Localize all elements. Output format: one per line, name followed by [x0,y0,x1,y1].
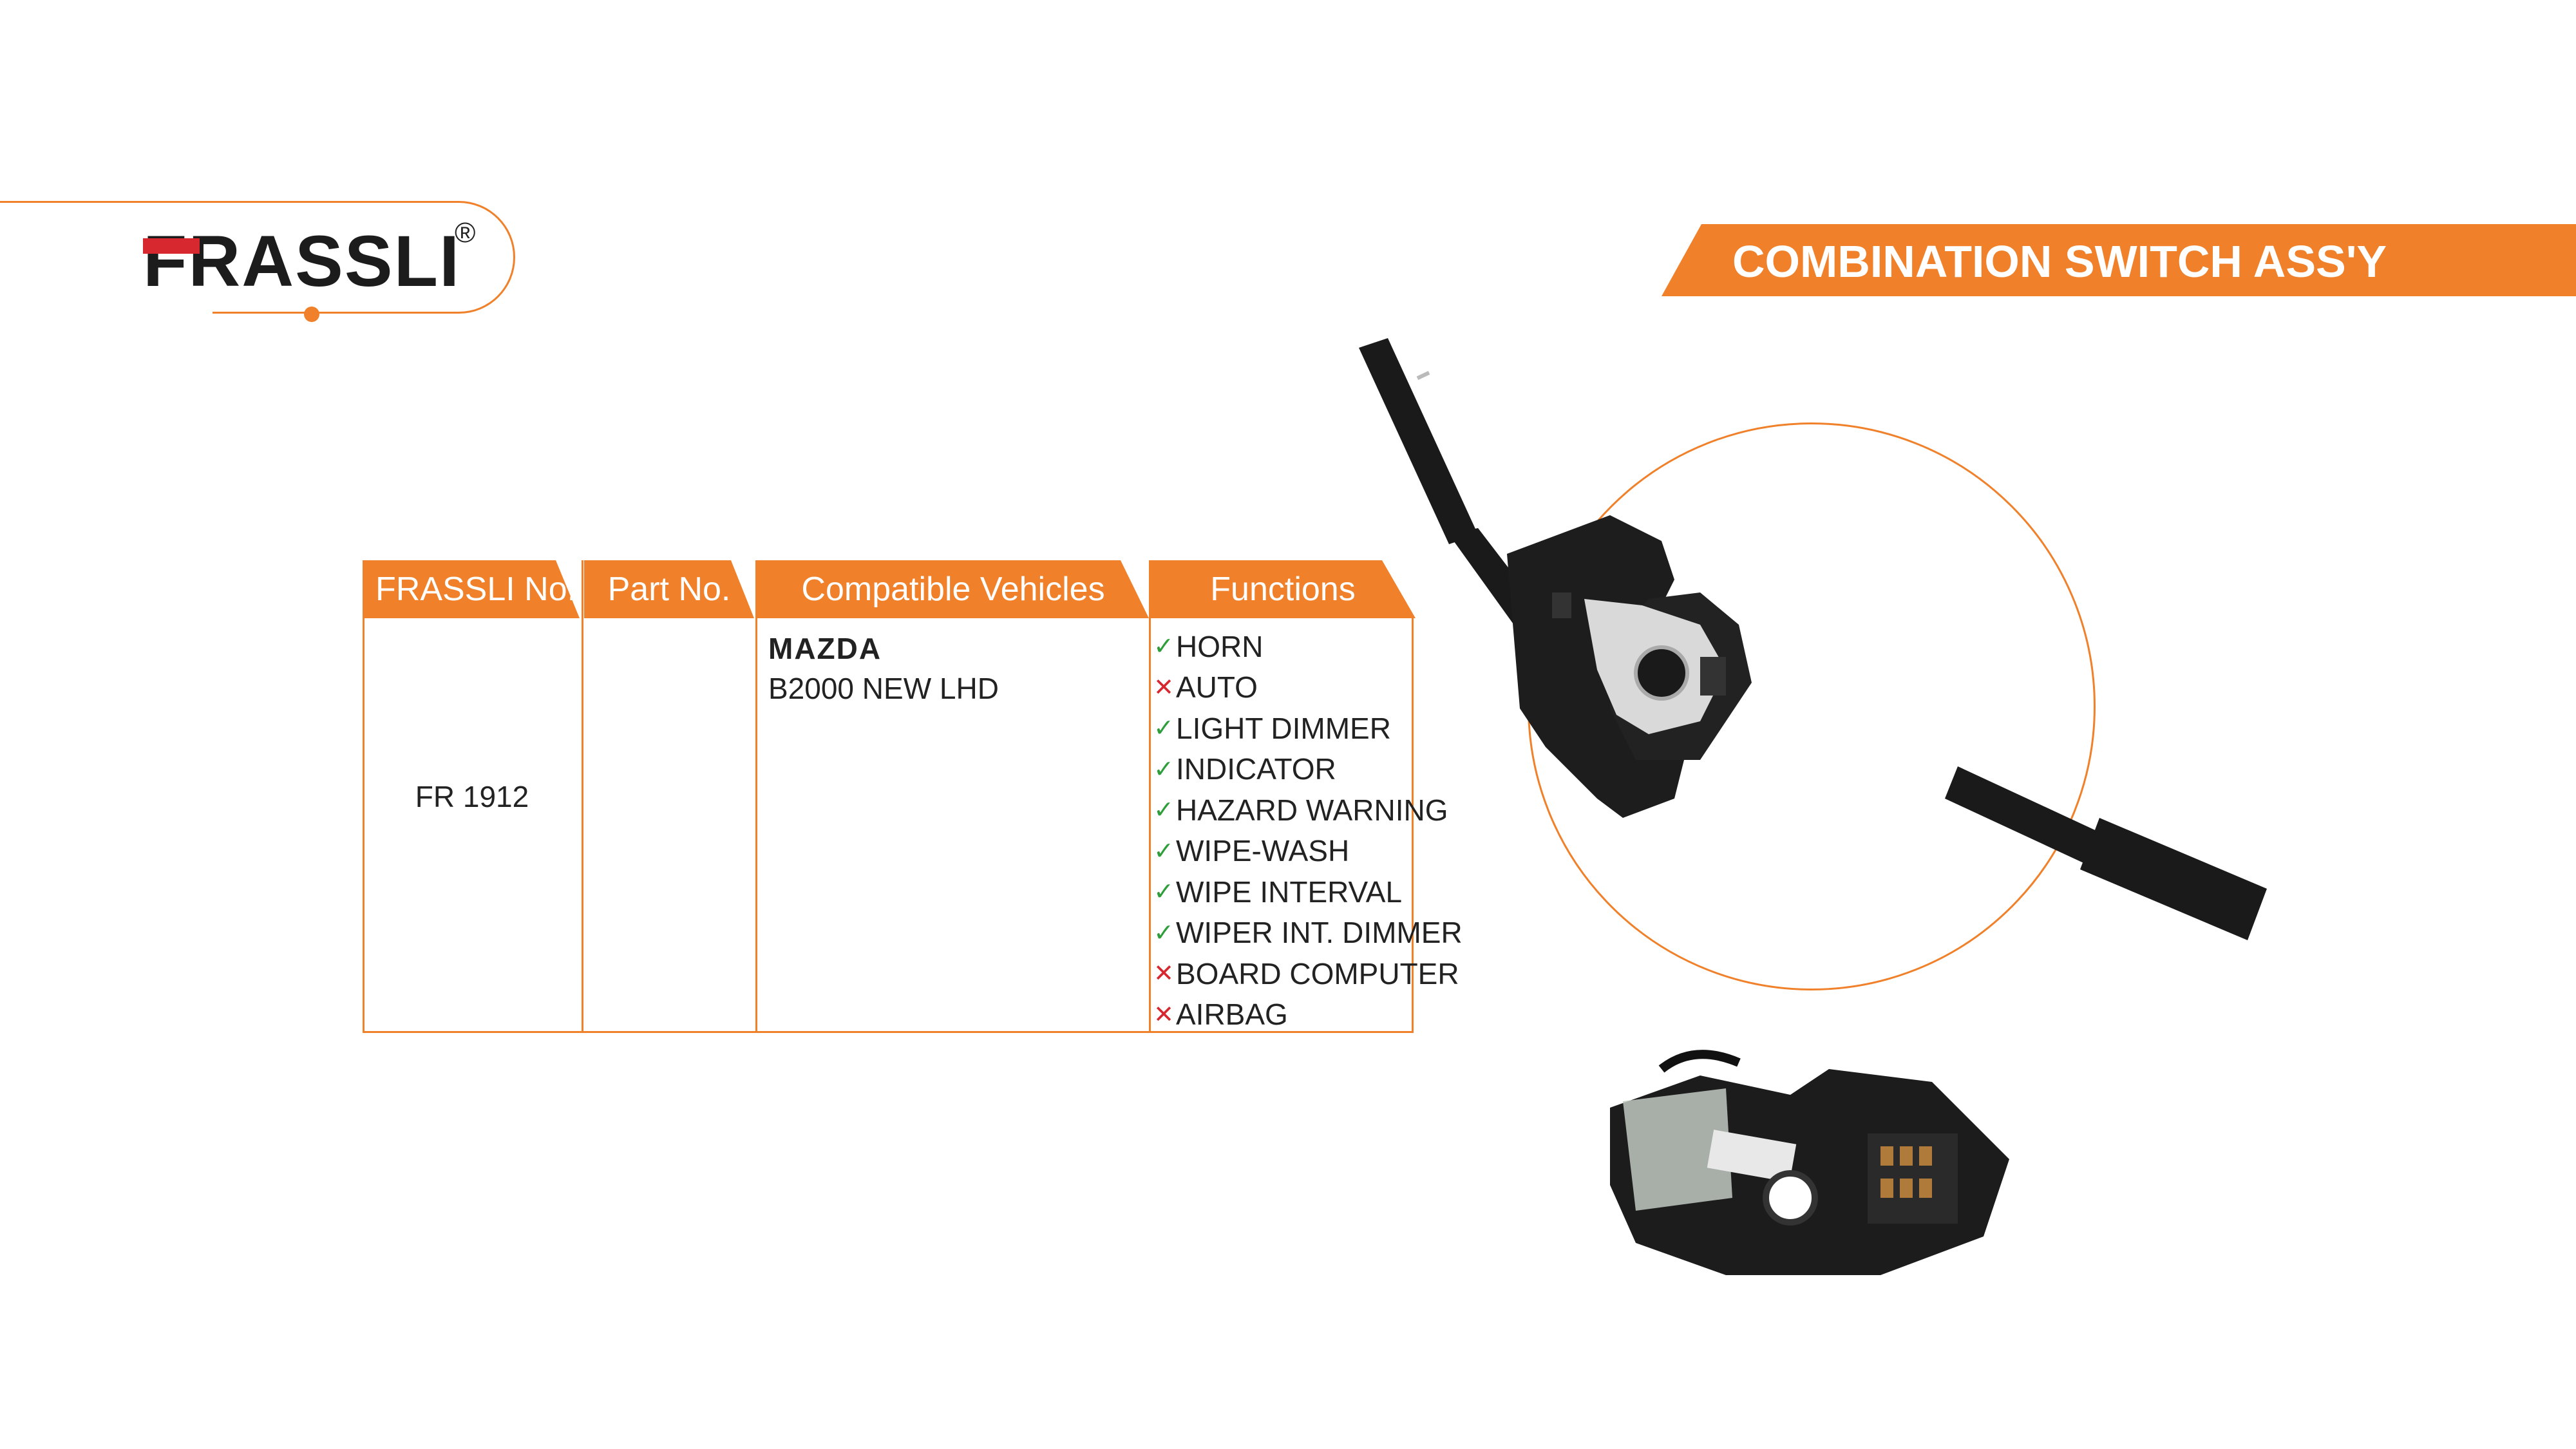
spec-table [363,618,1414,1033]
function-item: ✓INDICATOR [1153,749,1463,790]
header-functions: Functions [1150,560,1416,618]
brand-logo: FRASSLI [143,221,461,301]
logo-underline [0,201,335,203]
column-divider [1149,560,1151,1033]
check-icon: ✓ [1153,919,1174,947]
function-label: WIPE INTERVAL [1176,875,1403,909]
function-item: ✓HAZARD WARNING [1153,790,1463,831]
functions-list: ✓HORN ✕AUTO ✓LIGHT DIMMER ✓INDICATOR ✓HA… [1153,626,1463,1035]
function-item: ✕AIRBAG [1153,994,1463,1036]
check-icon: ✓ [1153,633,1174,661]
check-icon: ✓ [1153,797,1174,824]
check-icon: ✓ [1153,715,1174,743]
function-label: HORN [1176,629,1264,663]
vehicle-model: B2000 NEW LHD [768,672,999,705]
function-item: ✓WIPE-WASH [1153,831,1463,872]
function-label: LIGHT DIMMER [1176,711,1391,745]
function-label: AUTO [1176,670,1258,705]
logo-dot [304,307,319,322]
logo-red-bar [143,238,200,254]
registered-mark: ® [455,217,476,249]
title-banner [1662,224,2576,296]
check-icon: ✓ [1153,755,1174,783]
function-item: ✓WIPE INTERVAL [1153,871,1463,913]
switch-rear-view-image [1610,1050,2009,1275]
header-frassli-no: FRASSLI No. [363,560,580,618]
function-label: WIPER INT. DIMMER [1176,916,1463,950]
cross-icon: ✕ [1153,1001,1174,1028]
header-part-no: Part No. [584,560,754,618]
page-title: COMBINATION SWITCH ASS'Y [1732,236,2387,287]
combination-switch-image [1359,338,2267,940]
frassli-number: FR 1912 [415,780,529,813]
column-divider [755,560,757,1033]
header-compatible-vehicles: Compatible Vehicles [757,560,1149,618]
function-item: ✓HORN [1153,626,1463,667]
logo-arc [213,201,515,314]
function-label: AIRBAG [1176,998,1288,1032]
function-item: ✕BOARD COMPUTER [1153,953,1463,994]
check-icon: ✓ [1153,837,1174,865]
vehicle-make: MAZDA [768,632,882,665]
function-item: ✓LIGHT DIMMER [1153,708,1463,749]
check-icon: ✓ [1153,878,1174,906]
cross-icon: ✕ [1153,960,1174,988]
function-label: HAZARD WARNING [1176,793,1448,827]
function-label: INDICATOR [1176,752,1336,786]
function-item: ✕AUTO [1153,667,1463,708]
function-label: BOARD COMPUTER [1176,956,1459,990]
cross-icon: ✕ [1153,674,1174,701]
column-divider [582,560,583,1033]
function-item: ✓WIPER INT. DIMMER [1153,913,1463,954]
function-label: WIPE-WASH [1176,834,1350,868]
